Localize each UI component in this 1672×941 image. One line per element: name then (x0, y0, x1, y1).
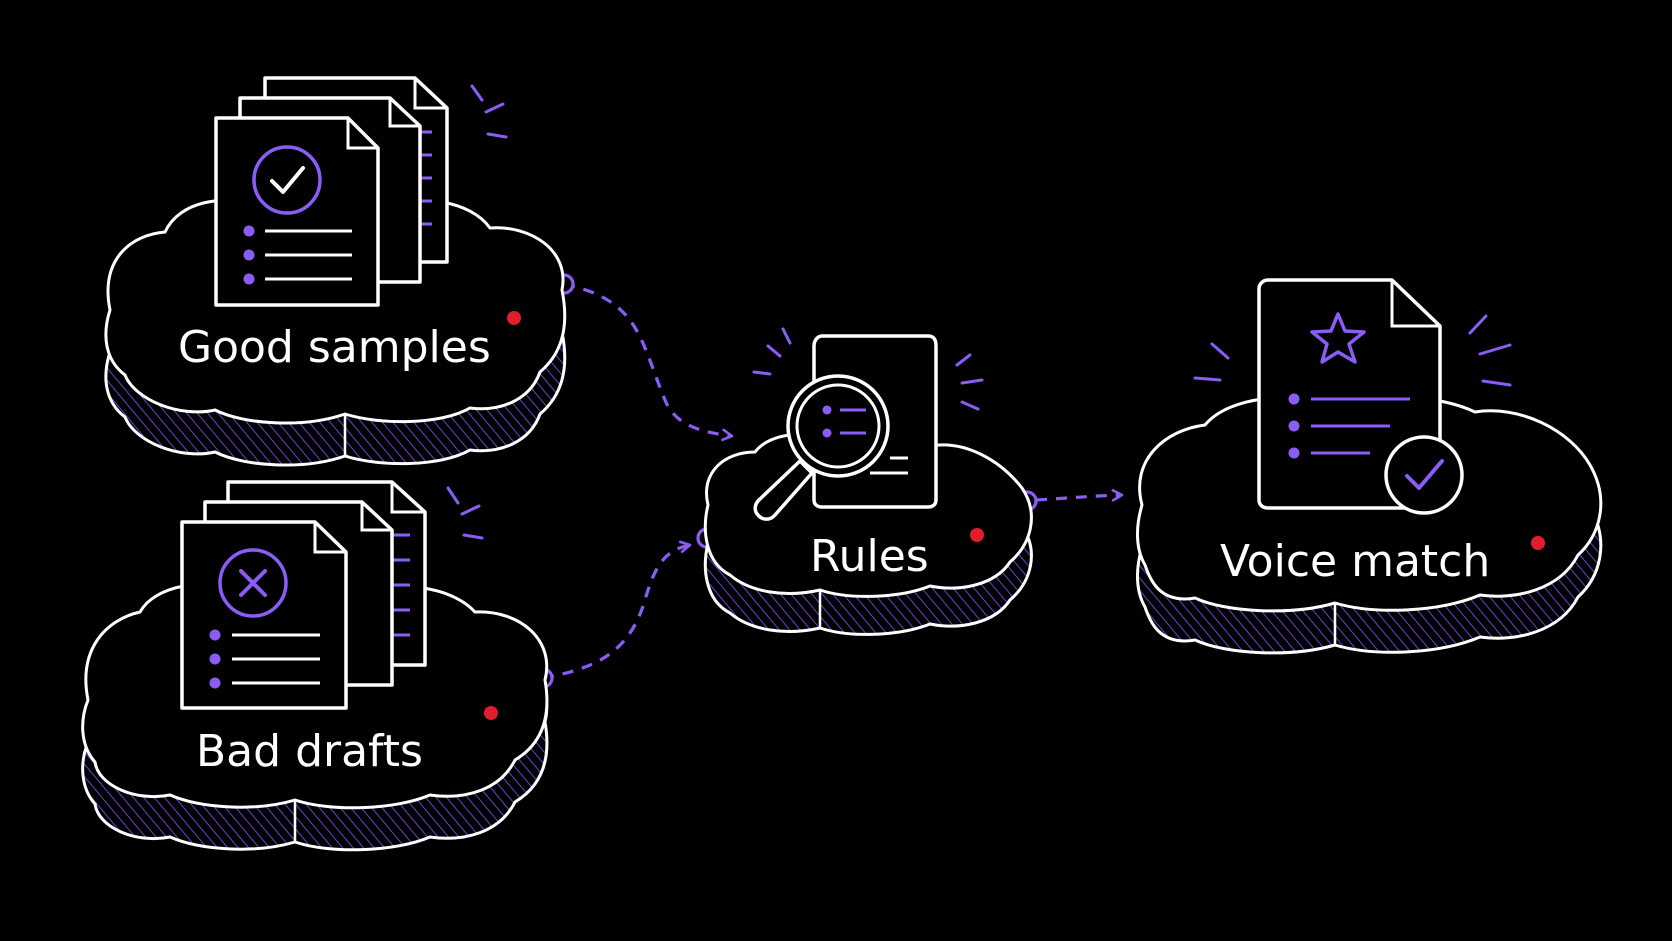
node-voice-match: Voice match (1136, 278, 1603, 655)
node-label-good: Good samples (178, 322, 491, 373)
sparkle-marks-icon (1193, 314, 1512, 387)
node-bad-drafts: Bad drafts (81, 480, 549, 852)
connector-good-to-rules (553, 273, 734, 442)
node-rules: Rules (703, 327, 1033, 636)
sparkle-marks-icon (752, 327, 984, 411)
node-label-rules: Rules (810, 531, 929, 582)
document-stack-x-icon (180, 480, 427, 710)
node-good-samples: Good samples (104, 76, 567, 467)
connector-rules-to-voice (1016, 488, 1124, 512)
sparkle-marks-icon (470, 84, 508, 139)
document-magnifier-icon (753, 334, 938, 521)
node-label-voice: Voice match (1220, 536, 1490, 587)
status-dot (1531, 536, 1545, 550)
status-dot (970, 528, 984, 542)
connector-bad-to-rules (532, 527, 718, 689)
node-label-bad: Bad drafts (196, 726, 423, 777)
sparkle-marks-icon (446, 486, 484, 540)
document-stack-check-icon (214, 76, 449, 307)
document-star-check-icon (1257, 278, 1464, 515)
status-dot (484, 706, 498, 720)
status-dot (507, 311, 521, 325)
